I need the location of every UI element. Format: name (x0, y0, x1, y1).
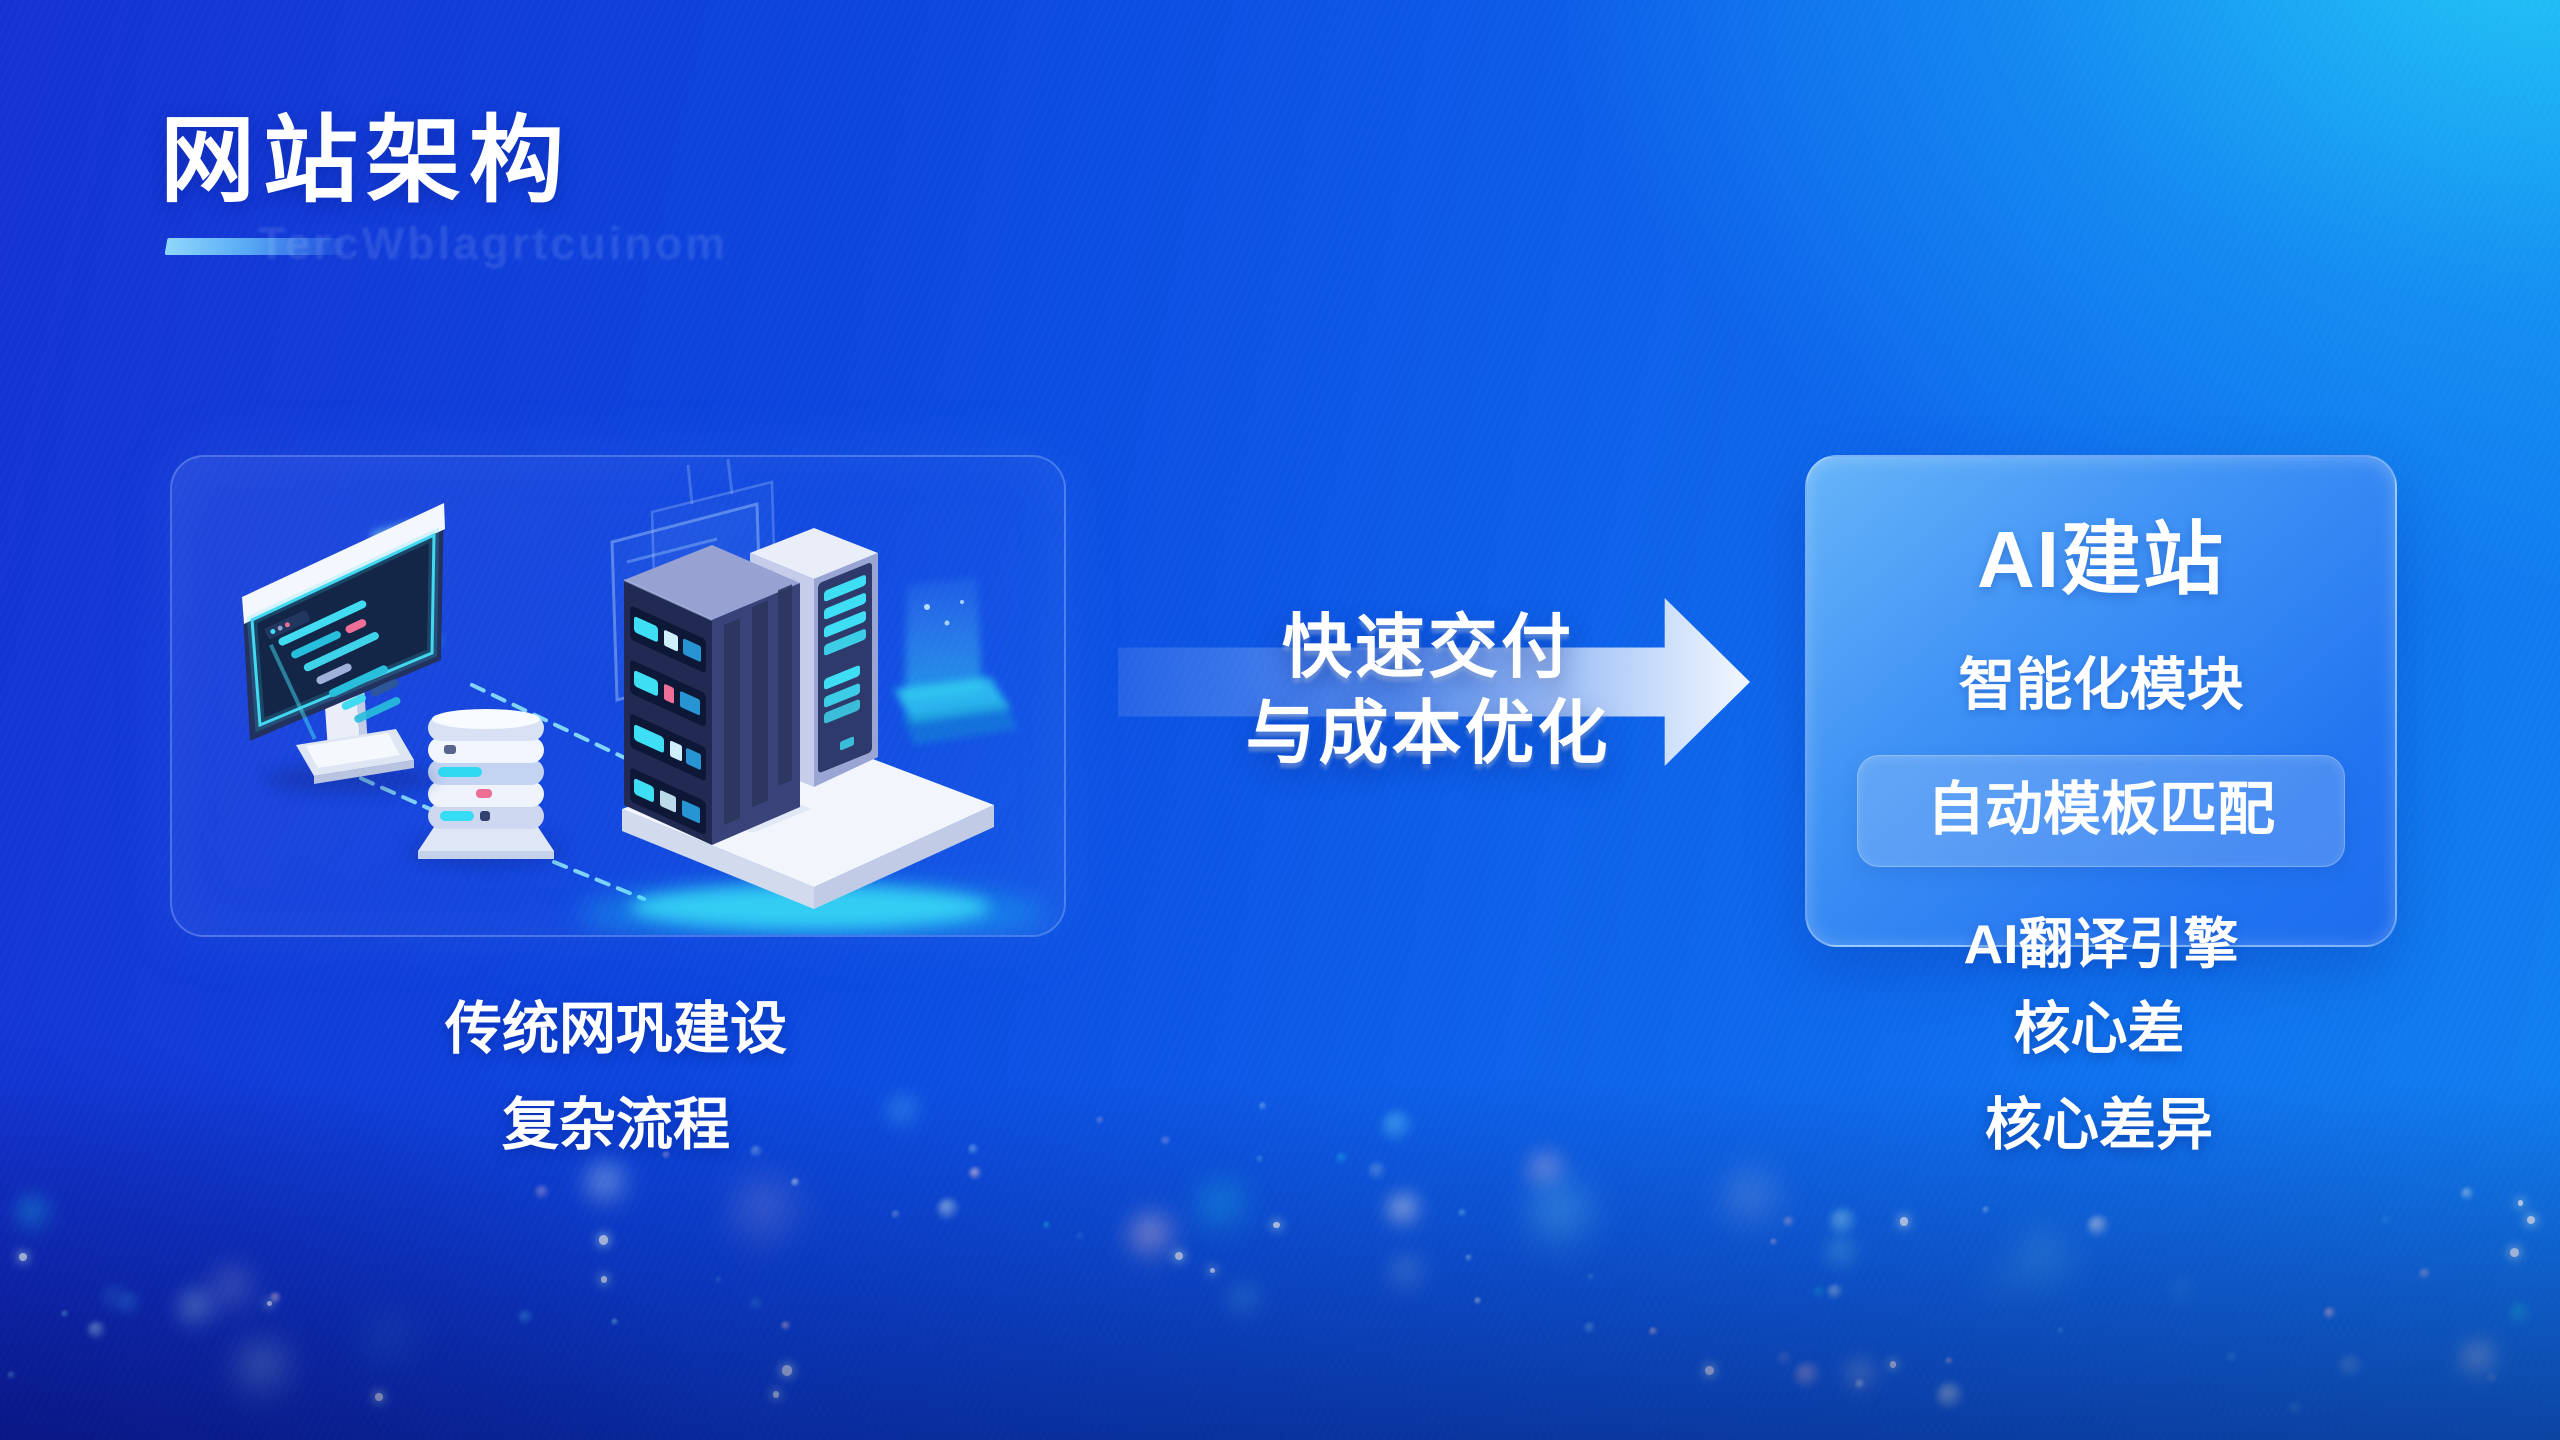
right-caption-line1: 核心差 (2013, 997, 2185, 1061)
left-caption-line1: 传统网巩建设 (445, 997, 787, 1061)
ai-item-translation: AI翻译引擎 (1963, 913, 2239, 975)
watermark-text: TercWblagrtcuinom (258, 218, 729, 269)
server-rack-icon (623, 545, 800, 845)
left-caption-block: 传统网巩建设 复杂流程 (170, 998, 1062, 1156)
highlight-pill: 自动模板匹配 (1857, 755, 2345, 867)
left-caption-line2: 复杂流程 (502, 1093, 730, 1157)
hologram-pedestal-icon (894, 577, 1018, 745)
traditional-build-card (170, 455, 1066, 937)
ai-build-card: AI建站 智能化模块 自动模板匹配 AI翻译引擎 (1805, 455, 2397, 975)
arrow-label-line1: 快速交付 (1282, 608, 1574, 686)
database-stack-icon (408, 709, 564, 867)
right-caption-line2: 核心差异 (1985, 1093, 2213, 1157)
arrow-label: 快速交付 与成本优化 (1128, 604, 1728, 776)
ai-card-title: AI建站 (1977, 515, 2225, 604)
isometric-servers-illustration (242, 458, 1047, 935)
page-title: 网站架构 (160, 108, 573, 214)
ai-item-smart-modules: 智能化模块 (1958, 653, 2244, 717)
arrow-label-line2: 与成本优化 (1245, 694, 1611, 772)
ai-item-template-match: 自动模板匹配 (1926, 777, 2275, 842)
code-monitor-icon (242, 503, 445, 793)
right-caption-block: 核心差 核心差异 (1805, 998, 2393, 1156)
